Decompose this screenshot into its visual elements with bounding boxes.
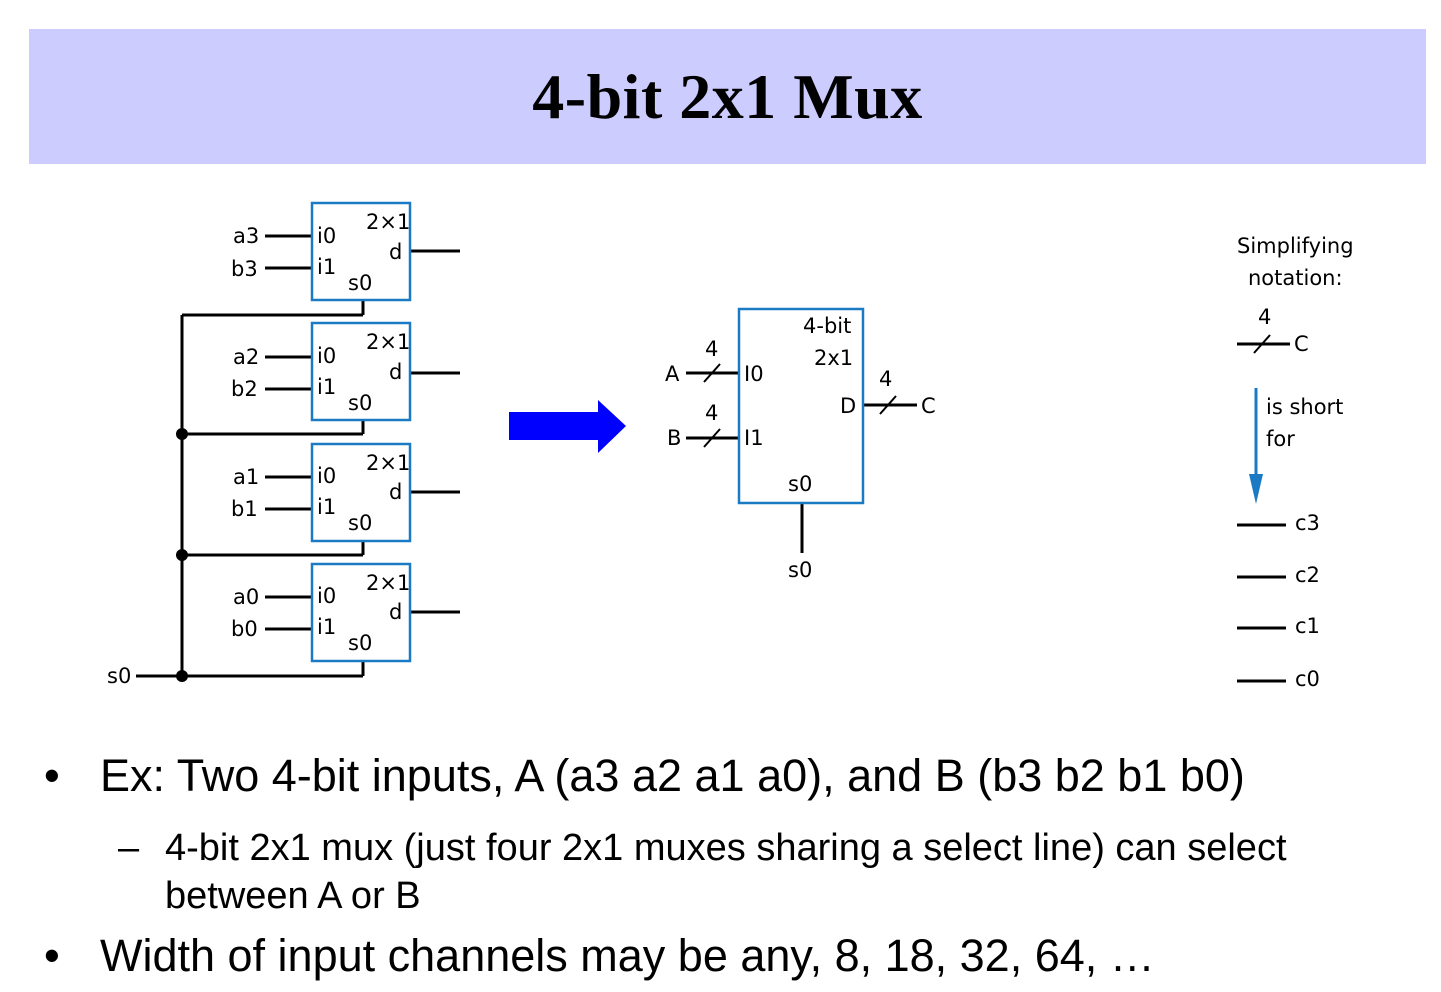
select-label: s0: [107, 664, 131, 688]
block-title-line2: 2x1: [814, 346, 853, 370]
pin-s0: s0: [348, 271, 372, 295]
right-arrow-icon: [509, 400, 626, 453]
pin-i0: i0: [317, 224, 336, 248]
sub-bullet-text: 4-bit 2x1 mux (just four 2x1 muxes shari…: [165, 827, 1287, 917]
mux-bit2: a2 b2 2×1 i0 i1 d s0: [182, 321, 460, 436]
bus-width-c: 4: [879, 367, 892, 391]
mux-input-a: a1: [233, 465, 259, 489]
mux-input-b: b0: [231, 617, 258, 641]
notation-heading-line1: Simplifying: [1237, 234, 1354, 258]
notation-line-c0: c0: [1295, 667, 1320, 691]
mux-type-label: 2×1: [366, 571, 410, 595]
pin-d: d: [389, 360, 402, 384]
bus-width-a: 4: [705, 337, 718, 361]
pin-i1: i1: [317, 495, 336, 519]
pin-i1: i1: [317, 615, 336, 639]
pin-i0: i0: [317, 464, 336, 488]
block-pin-D: D: [840, 394, 856, 418]
mux-input-b: b2: [231, 377, 258, 401]
sub-bullet-marker: –: [118, 827, 140, 869]
pin-i1: i1: [317, 255, 336, 279]
mux-box: [310, 562, 412, 663]
title-bar: 4-bit 2x1 Mux: [29, 29, 1426, 164]
pin-i1: i1: [317, 375, 336, 399]
block-input-a: A: [665, 362, 680, 386]
four-bit-mux-block: 4-bit 2x1 I0 I1 D s0 A B C 4 4 4 s0: [665, 307, 936, 582]
block-title-line1: 4-bit: [803, 314, 851, 338]
mux-type-label: 2×1: [366, 451, 410, 475]
block-pin-I1: I1: [744, 426, 764, 450]
pin-d: d: [389, 240, 402, 264]
pin-d: d: [389, 600, 402, 624]
notation-line-c1: c1: [1295, 614, 1320, 638]
pin-d: d: [389, 480, 402, 504]
mux-input-a: a3: [233, 224, 259, 248]
mux-type-label: 2×1: [366, 210, 410, 234]
pin-i0: i0: [317, 344, 336, 368]
bullet-marker: •: [44, 930, 60, 981]
down-arrow-icon: [1249, 474, 1263, 504]
mux-bit0: a0 b0 2×1 i0 i1 d s0: [231, 562, 460, 676]
mux-box: [310, 201, 412, 302]
notation-bus-label: C: [1294, 332, 1309, 356]
bullet-marker: •: [44, 750, 60, 801]
mux-input-b: b3: [231, 257, 258, 281]
notation-line-c2: c2: [1295, 563, 1320, 587]
mux-box: [310, 442, 412, 543]
block-input-b: B: [667, 426, 681, 450]
bullet-text: Width of input channels may be any, 8, 1…: [100, 930, 1155, 981]
block-pin-s0: s0: [788, 472, 812, 496]
block-output-c: C: [921, 394, 936, 418]
notation-line-c3: c3: [1295, 511, 1320, 535]
notation-bus-width: 4: [1258, 305, 1271, 329]
mux-input-a: a0: [233, 585, 259, 609]
mux-bit1: a1 b1 2×1 i0 i1 d s0: [182, 442, 460, 557]
bullet-text: Ex: Two 4-bit inputs, A (a3 a2 a1 a0), a…: [100, 750, 1245, 801]
mux-input-a: a2: [233, 345, 259, 369]
mux-input-b: b1: [231, 497, 258, 521]
mux-stack: s0 a3 b3 2×1 i0 i1 d s0 a2: [107, 201, 460, 688]
slide-title: 4-bit 2x1 Mux: [532, 60, 923, 132]
pin-i0: i0: [317, 584, 336, 608]
block-box: [737, 307, 865, 505]
mux-type-label: 2×1: [366, 330, 410, 354]
notation-arrow-text-line2: for: [1266, 427, 1295, 451]
block-pin-I0: I0: [744, 362, 764, 386]
notation-panel: Simplifying notation: 4 C is short for c…: [1237, 234, 1354, 691]
bus-width-b: 4: [705, 401, 718, 425]
mux-bit3: a3 b3 2×1 i0 i1 d s0: [182, 201, 460, 317]
pin-s0: s0: [348, 631, 372, 655]
pin-s0: s0: [348, 391, 372, 415]
mux-box: [310, 321, 412, 422]
notation-heading-line2: notation:: [1248, 266, 1343, 290]
junction-dot: [176, 670, 188, 682]
pin-s0: s0: [348, 511, 372, 535]
notation-arrow-text-line1: is short: [1266, 395, 1343, 419]
block-select-label: s0: [788, 558, 812, 582]
